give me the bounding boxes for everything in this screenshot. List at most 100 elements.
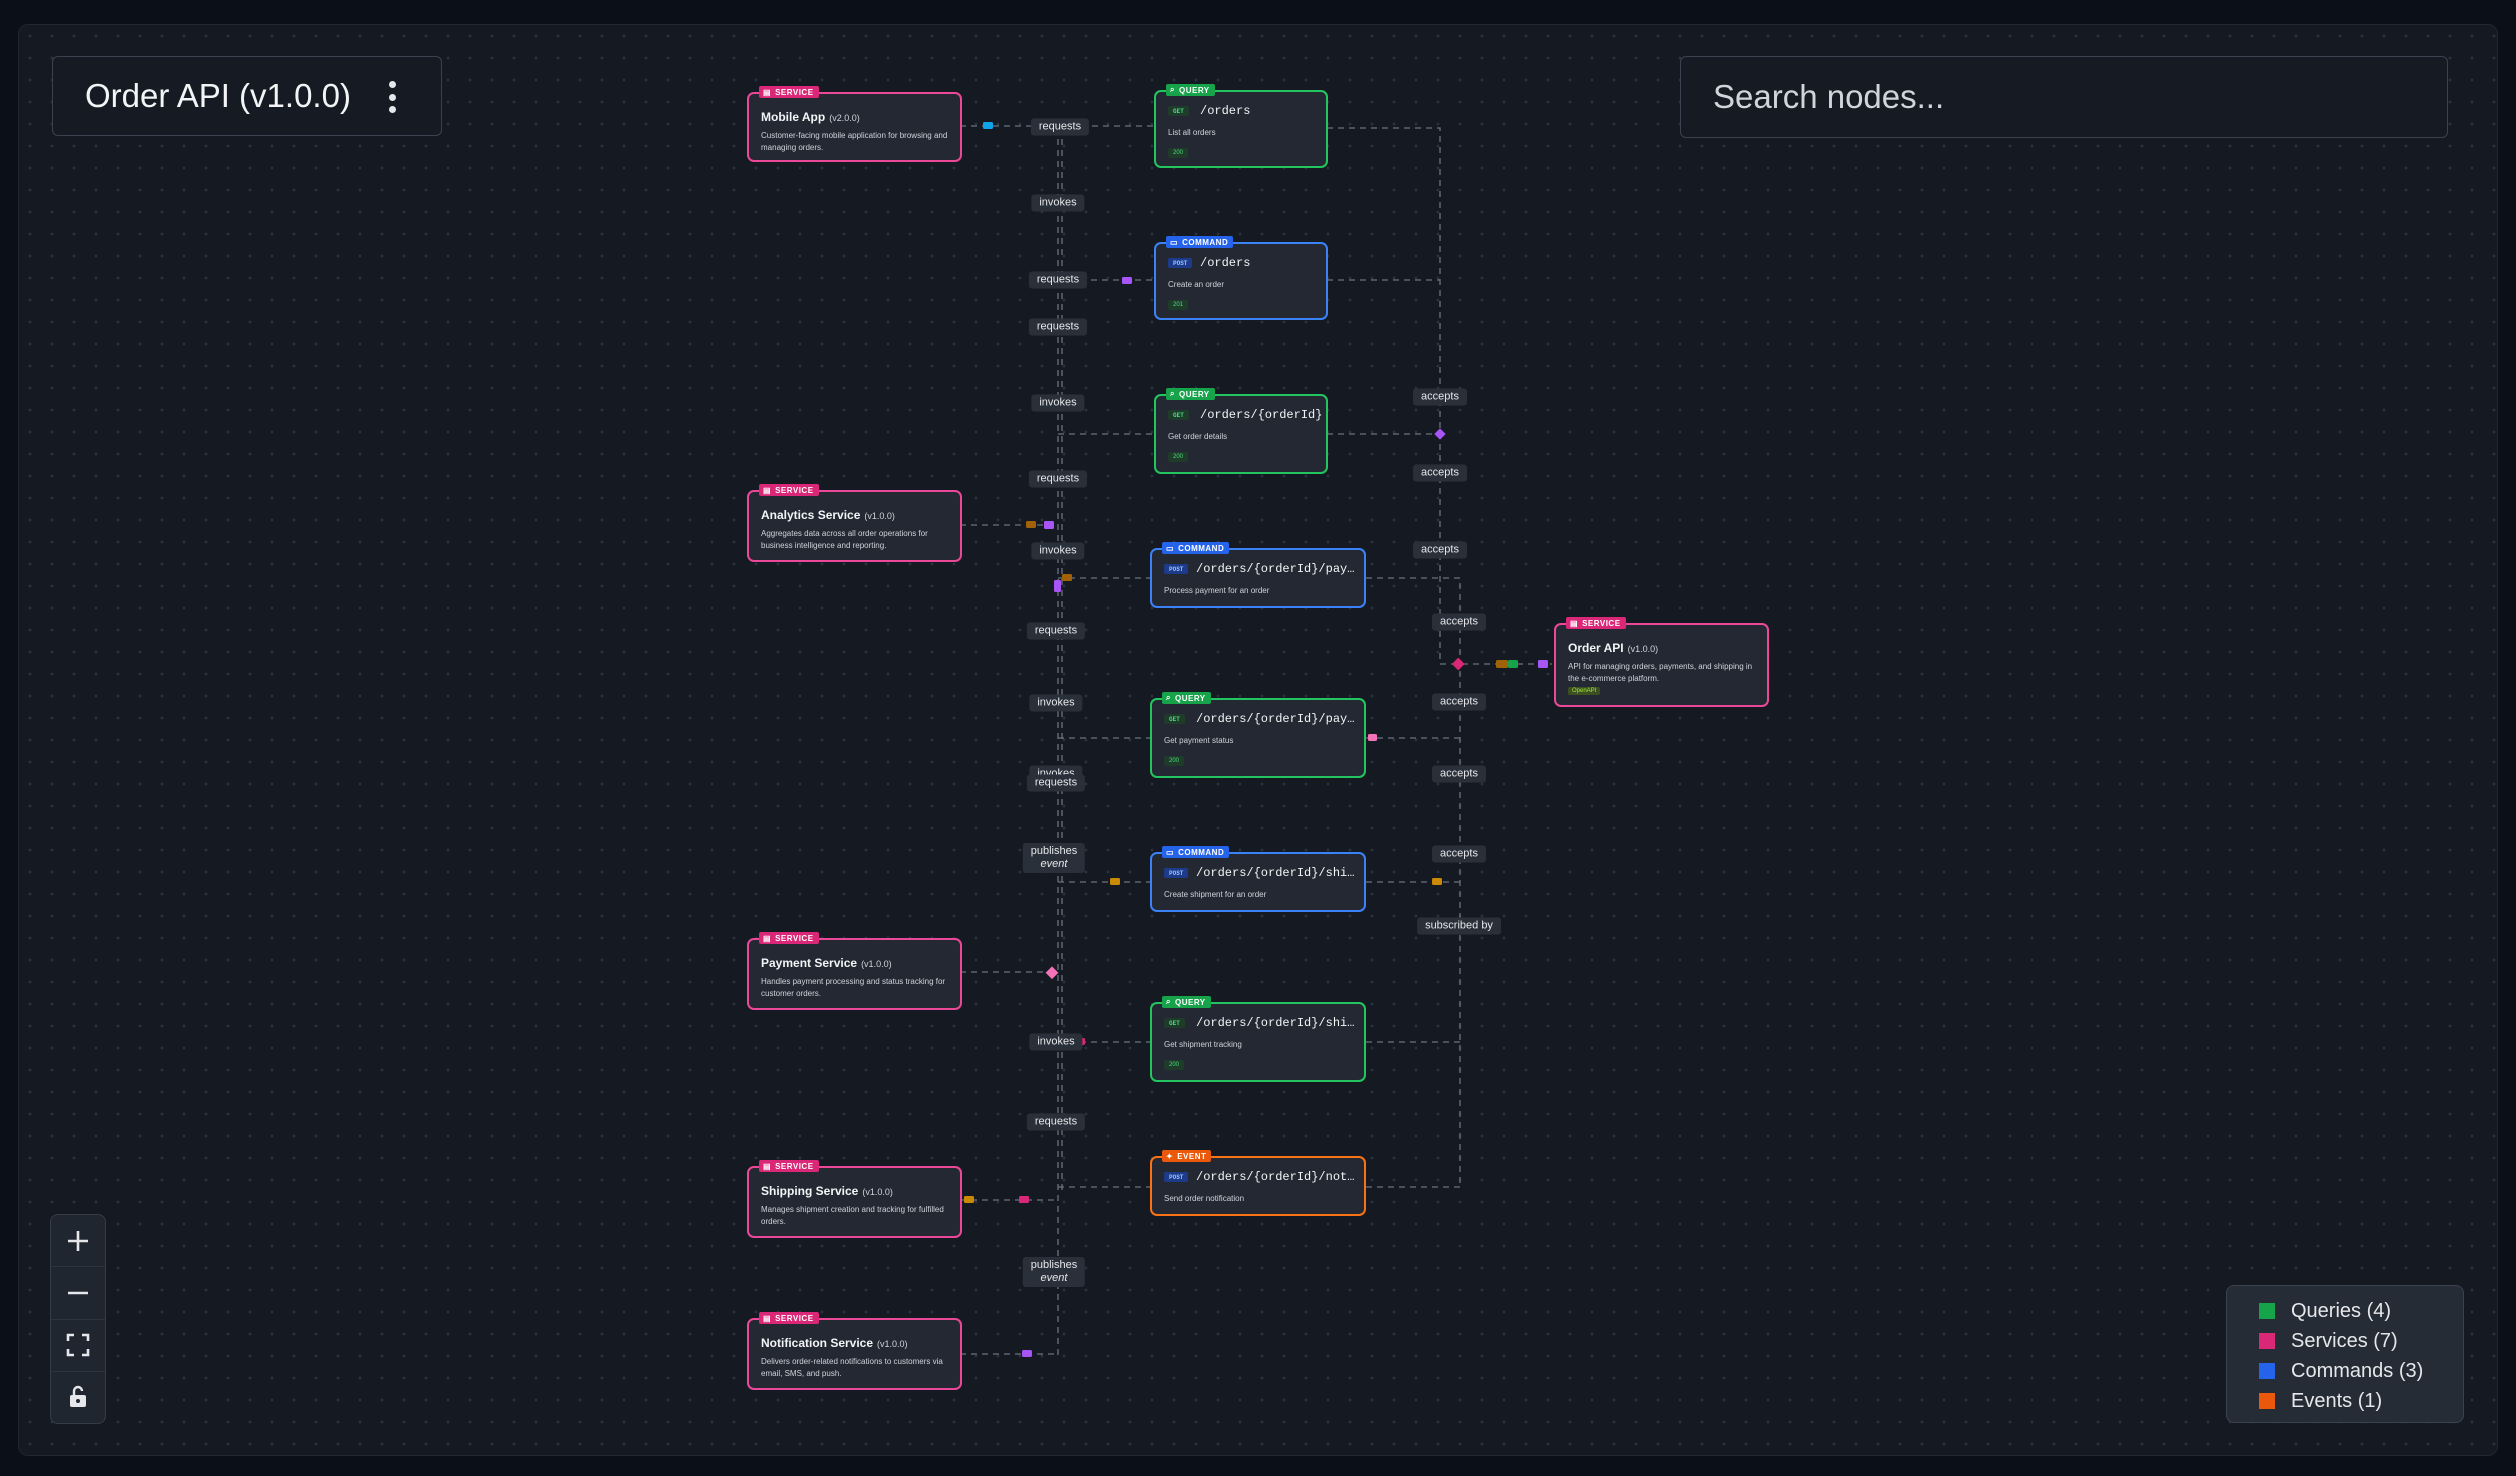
status-code: 200: [1168, 452, 1189, 462]
node-description: Handles payment processing and status tr…: [761, 977, 946, 998]
command-badge: ▭COMMAND: [1162, 542, 1230, 554]
edge-marker: [1434, 428, 1446, 440]
node-version: (v2.0.0): [829, 113, 860, 123]
edge-marker: [1432, 878, 1442, 885]
edge-marker: [1019, 1196, 1029, 1203]
edge-marker: [1538, 660, 1548, 668]
edge-marker: [1054, 580, 1061, 592]
endpoint-path: /orders/{orderId}/paym…: [1196, 562, 1360, 576]
plus-icon: [68, 1230, 88, 1251]
node-name: Payment Service: [761, 956, 858, 970]
http-method: POST: [1164, 564, 1189, 574]
message-icon: ▭: [1166, 543, 1175, 553]
endpoint-path: /orders/{orderId}/payme…: [1196, 712, 1360, 726]
node-query-list-orders[interactable]: ⌕QUERY GET /orders List all orders 200: [1154, 84, 1328, 168]
minus-icon: [68, 1291, 88, 1295]
search-panel: [1680, 56, 2448, 138]
endpoint-description: List all orders: [1168, 128, 1216, 137]
node-order-api[interactable]: ▤SERVICE Order API(v1.0.0) API for manag…: [1554, 617, 1769, 707]
endpoint-path: /orders/{orderId}/noti…: [1196, 1170, 1360, 1184]
node-event-send-notification[interactable]: ✦EVENT POST /orders/{orderId}/noti… Send…: [1150, 1150, 1366, 1216]
edge-marker: [1110, 878, 1120, 885]
edge-right-pay: [1366, 577, 1461, 1187]
query-badge: ⌕QUERY: [1166, 84, 1215, 96]
zoom-in-button[interactable]: [51, 1215, 105, 1268]
server-icon: ▤: [763, 485, 772, 495]
zoom-out-button[interactable]: [51, 1267, 105, 1320]
edge-label-subscribed-by: subscribed by: [1417, 917, 1501, 935]
node-command-create-order[interactable]: ▭COMMAND POST /orders Create an order 20…: [1154, 236, 1328, 320]
edge-label-requests: requests: [1030, 118, 1090, 136]
edge-label-accepts: accepts: [1432, 765, 1486, 783]
node-name: Notification Service: [761, 1336, 874, 1350]
edge-label-requests: requests: [1028, 470, 1088, 488]
node-mobile-app[interactable]: ▤SERVICE Mobile App(v2.0.0) Customer-fac…: [747, 86, 962, 162]
node-version: (v1.0.0): [862, 1187, 893, 1197]
legend-item-commands[interactable]: Commands (3): [2259, 1356, 2463, 1386]
edge-marker: [1368, 734, 1377, 741]
edge-label-accepts: accepts: [1413, 464, 1467, 482]
edge-label-invokes: invokes: [1031, 194, 1085, 212]
edge-marker: [1451, 657, 1465, 671]
endpoint-description: Get shipment tracking: [1164, 1040, 1242, 1049]
edge-label-accepts: accepts: [1413, 541, 1467, 559]
node-query-get-order[interactable]: ⌕QUERY GET /orders/{orderId} Get order d…: [1154, 388, 1328, 474]
search-icon: ⌕: [1166, 997, 1171, 1006]
node-name: Shipping Service: [761, 1184, 859, 1198]
status-code: 200: [1164, 756, 1185, 766]
node-command-create-shipment[interactable]: ▭COMMAND POST /orders/{orderId}/ship… Cr…: [1150, 846, 1366, 912]
edge-marker: [1122, 277, 1132, 284]
edge-marker: [1045, 966, 1059, 980]
node-command-process-payment[interactable]: ▭COMMAND POST /orders/{orderId}/paym… Pr…: [1150, 542, 1366, 608]
edge-label-invokes: invokes: [1029, 1033, 1083, 1051]
edge-label-invokes: invokes: [1031, 394, 1085, 412]
edge-marker: [1026, 521, 1036, 528]
query-badge: ⌕QUERY: [1162, 692, 1211, 704]
node-version: (v1.0.0): [1627, 644, 1659, 654]
service-badge: ▤SERVICE: [759, 86, 819, 98]
http-method: GET: [1164, 714, 1185, 724]
endpoint-description: Process payment for an order: [1164, 586, 1270, 595]
lock-toggle-button[interactable]: [51, 1372, 105, 1423]
legend-item-events[interactable]: Events (1): [2259, 1386, 2463, 1416]
more-options-icon[interactable]: [389, 81, 397, 113]
command-badge: ▭COMMAND: [1166, 236, 1234, 248]
status-code: 200: [1164, 1060, 1185, 1070]
edge-label-requests: requests: [1026, 774, 1086, 792]
server-icon: ▤: [763, 1313, 772, 1323]
fit-view-button[interactable]: [51, 1320, 105, 1372]
legend-item-services[interactable]: Services (7): [2259, 1326, 2463, 1356]
node-name: Mobile App: [761, 110, 826, 124]
service-badge: ▤SERVICE: [1566, 617, 1626, 629]
endpoint-path: /orders: [1200, 104, 1251, 118]
unlock-icon: [70, 1386, 86, 1408]
edge-label-requests: requests: [1028, 271, 1088, 289]
node-description: Delivers order-related notifications to …: [761, 1357, 943, 1378]
server-icon: ▤: [1570, 618, 1579, 628]
http-method: GET: [1168, 410, 1189, 420]
node-query-payment-status[interactable]: ⌕QUERY GET /orders/{orderId}/payme… Get …: [1150, 692, 1366, 778]
fullscreen-icon: [66, 1333, 90, 1357]
edge-label-requests: requests: [1028, 318, 1088, 336]
node-description: Aggregates data across all order operati…: [761, 529, 928, 550]
service-badge: ▤SERVICE: [759, 932, 819, 944]
endpoint-description: Create shipment for an order: [1164, 890, 1267, 899]
edge-label-accepts: accepts: [1432, 845, 1486, 863]
swatch: [2259, 1333, 2275, 1349]
search-input[interactable]: [1681, 57, 2447, 137]
node-analytics-service[interactable]: ▤SERVICE Analytics Service(v1.0.0) Aggre…: [747, 484, 962, 562]
node-query-shipment-tracking[interactable]: ⌕QUERY GET /orders/{orderId}/shipm… Get …: [1150, 996, 1366, 1082]
edge-label-invokes: invokes: [1029, 694, 1083, 712]
node-description: API for managing orders, payments, and s…: [1568, 662, 1753, 683]
page-title: Order API (v1.0.0): [85, 77, 351, 114]
node-notification-service[interactable]: ▤SERVICE Notification Service(v1.0.0) De…: [747, 1312, 962, 1390]
edge-label-accepts: accepts: [1432, 613, 1486, 631]
edge-label-requests: requests: [1026, 1113, 1086, 1131]
node-payment-service[interactable]: ▤SERVICE Payment Service(v1.0.0) Handles…: [747, 932, 962, 1010]
legend-item-queries[interactable]: Queries (4): [2259, 1296, 2463, 1326]
node-shipping-service[interactable]: ▤SERVICE Shipping Service(v1.0.0) Manage…: [747, 1160, 962, 1238]
edge-marker: [964, 1196, 974, 1203]
node-name: Analytics Service: [761, 508, 861, 522]
edge-marker: [1508, 660, 1518, 668]
http-method: POST: [1168, 258, 1193, 268]
